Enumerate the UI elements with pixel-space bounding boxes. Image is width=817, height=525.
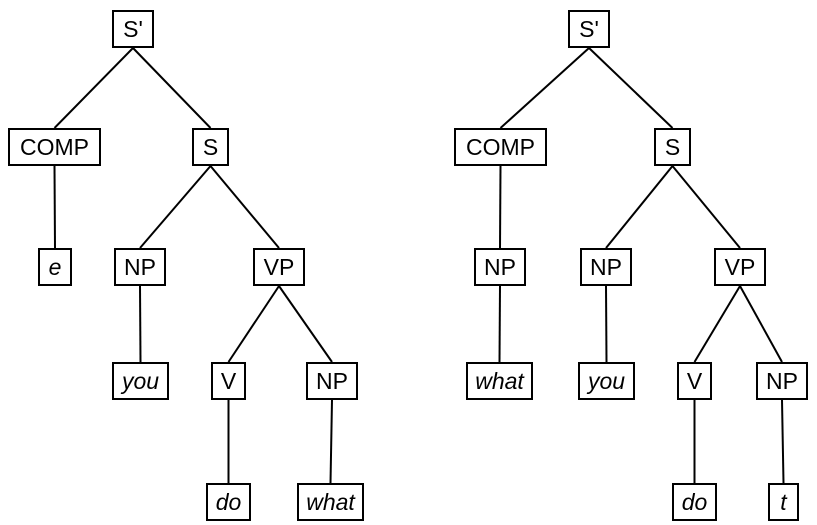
tree-node-r-np2: NP xyxy=(756,362,808,400)
tree-node-label: you xyxy=(587,367,626,394)
tree-node-r-t: t xyxy=(768,483,799,521)
tree-node-label: S' xyxy=(579,15,599,42)
tree-edge-r-vp-to-r-v xyxy=(693,285,741,363)
tree-node-label: do xyxy=(215,488,242,515)
tree-edge-r-s-to-r-vp xyxy=(671,165,741,249)
tree-edge-l-comp-to-l-e xyxy=(53,165,56,249)
tree-node-label: do xyxy=(681,488,708,515)
tree-edge-l-sbar-to-l-s xyxy=(132,47,212,129)
tree-node-r-np1: NP xyxy=(580,248,632,286)
tree-node-l-e: e xyxy=(38,248,72,286)
tree-edge-l-sbar-to-l-comp xyxy=(53,47,134,129)
tree-edge-l-vp-to-l-np2 xyxy=(278,285,333,363)
tree-edge-r-s-to-r-np1 xyxy=(605,165,674,249)
tree-edge-r-sbar-to-r-s xyxy=(588,47,674,129)
tree-edge-l-vp-to-l-v xyxy=(227,285,280,363)
tree-edge-r-np2-to-r-t xyxy=(781,399,785,484)
tree-node-label: what xyxy=(306,488,355,515)
tree-node-label: VP xyxy=(724,253,756,280)
tree-node-r-what: what xyxy=(466,362,533,400)
tree-node-label: S xyxy=(202,133,219,160)
tree-node-r-np0: NP xyxy=(474,248,526,286)
tree-node-r-v: V xyxy=(677,362,712,400)
tree-edge-r-vp-to-r-np2 xyxy=(739,285,783,363)
tree-node-label: COMP xyxy=(466,133,535,160)
tree-node-label: NP xyxy=(590,253,622,280)
tree-node-l-do: do xyxy=(206,483,251,521)
tree-edge-r-comp-to-r-np0 xyxy=(499,165,502,249)
tree-node-label: NP xyxy=(766,367,798,394)
tree-edge-r-sbar-to-r-comp xyxy=(499,47,590,129)
tree-node-l-you: you xyxy=(112,362,169,400)
tree-node-l-comp: COMP xyxy=(8,128,101,166)
tree-node-r-vp: VP xyxy=(714,248,766,286)
tree-edge-l-np1-to-l-you xyxy=(139,285,142,363)
tree-node-l-np2: NP xyxy=(306,362,358,400)
tree-node-label: e xyxy=(48,253,62,280)
tree-node-label: S xyxy=(664,133,681,160)
tree-node-label: what xyxy=(475,367,524,394)
tree-node-label: t xyxy=(780,488,787,515)
tree-node-label: you xyxy=(121,367,160,394)
tree-node-label: NP xyxy=(484,253,516,280)
tree-edge-l-s-to-l-np1 xyxy=(139,165,212,249)
tree-node-r-sbar: S' xyxy=(568,10,610,48)
tree-node-l-sbar: S' xyxy=(112,10,154,48)
tree-edge-l-np2-to-l-what xyxy=(329,399,333,484)
tree-node-l-vp: VP xyxy=(253,248,305,286)
tree-node-l-s: S xyxy=(192,128,229,166)
tree-node-label: NP xyxy=(316,367,348,394)
tree-node-r-you: you xyxy=(578,362,635,400)
tree-node-label: COMP xyxy=(20,133,89,160)
tree-node-l-v: V xyxy=(211,362,246,400)
tree-node-r-comp: COMP xyxy=(454,128,547,166)
tree-node-l-np1: NP xyxy=(114,248,166,286)
tree-node-l-what: what xyxy=(297,483,364,521)
tree-node-r-do: do xyxy=(672,483,717,521)
tree-node-label: NP xyxy=(124,253,156,280)
tree-node-r-s: S xyxy=(654,128,691,166)
tree-edge-l-s-to-l-vp xyxy=(209,165,280,249)
tree-node-label: V xyxy=(220,367,237,394)
tree-edge-r-np1-to-r-you xyxy=(605,285,608,363)
tree-edge-r-np0-to-r-what xyxy=(498,285,501,363)
tree-node-label: VP xyxy=(263,253,295,280)
tree-node-label: S' xyxy=(123,15,143,42)
tree-node-label: V xyxy=(686,367,703,394)
